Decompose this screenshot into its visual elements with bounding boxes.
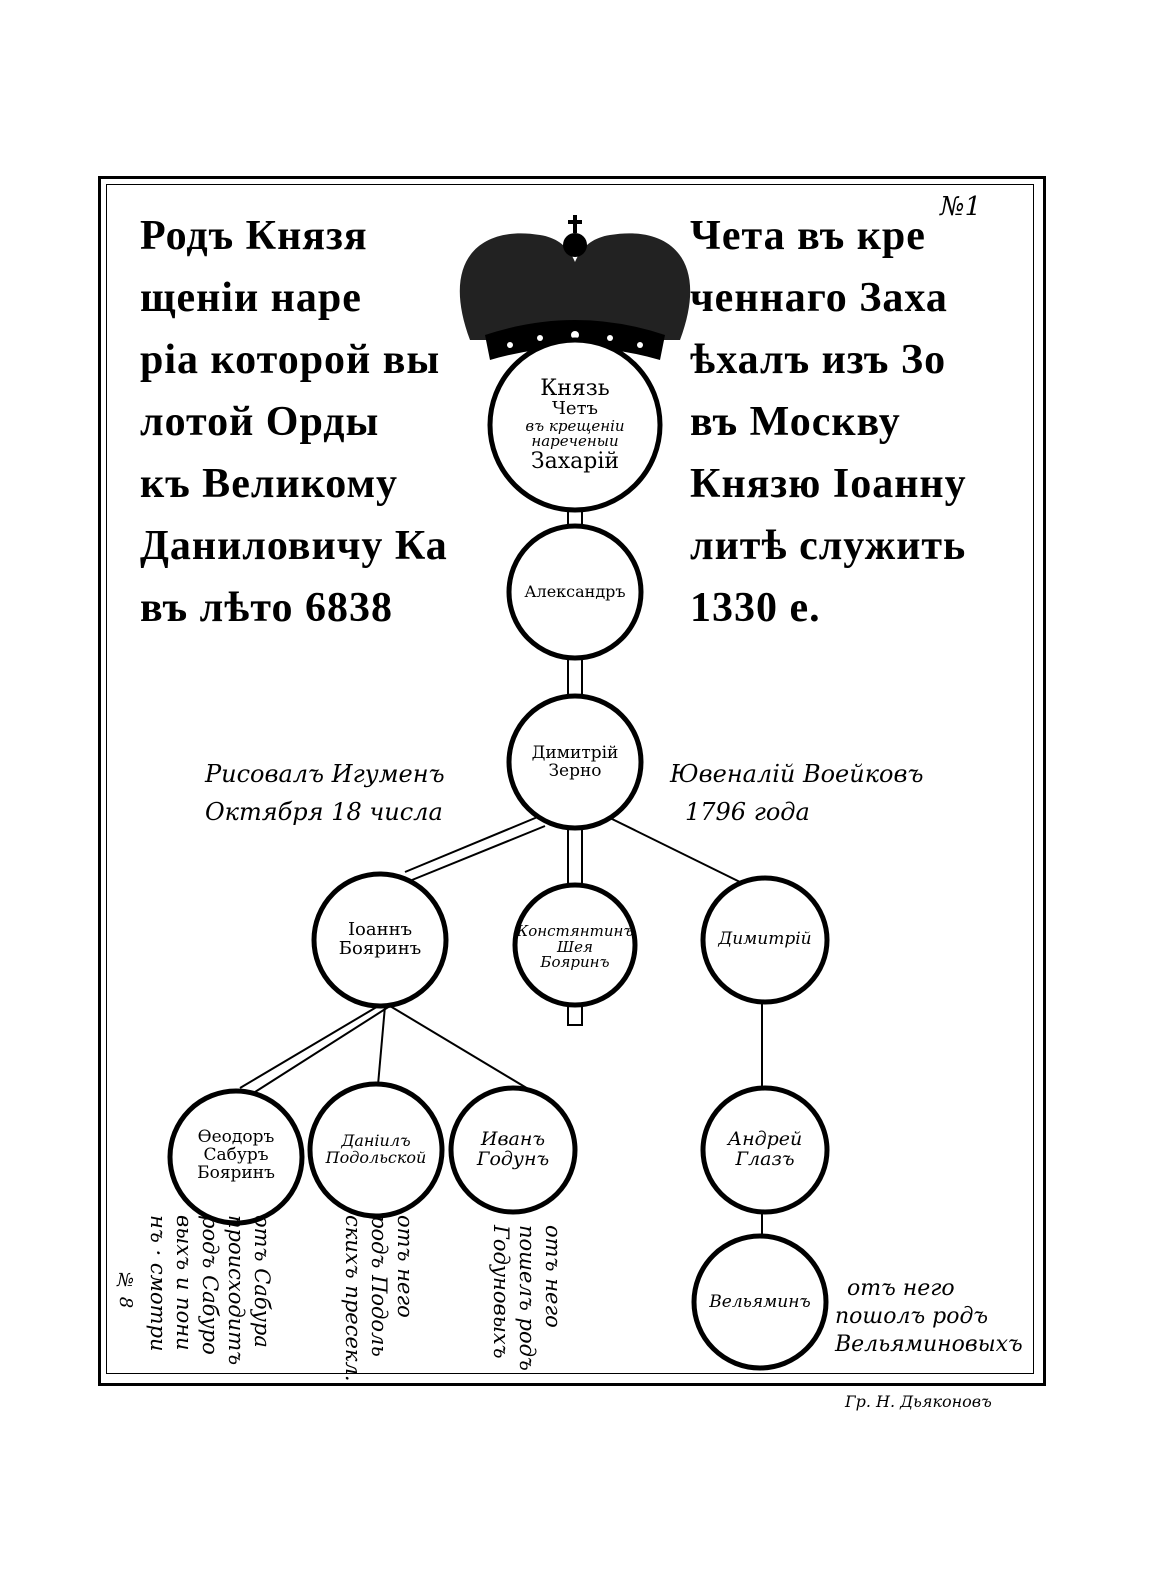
title-line: Князю Iоанну — [690, 461, 967, 507]
note-daniil: отъ него родъ Подоль скихъ пресекл. — [340, 1215, 418, 1382]
node-velyamin: Вельяминъ — [694, 1290, 826, 1316]
note-velyamin: отъ него пошолъ родъ Вельяминовыхъ — [835, 1275, 1023, 1359]
circle-andrey — [700, 1085, 830, 1215]
circle-velyamin — [691, 1233, 829, 1371]
node-text: въ крещенiи — [525, 416, 625, 435]
title-line: литѣ служить — [690, 523, 967, 569]
title-right: Чета въ кре ченнаго Заха ѣхалъ изъ Зо въ… — [690, 205, 967, 639]
title-line: Чета въ кре — [690, 213, 926, 259]
node-text: Бояринъ — [338, 937, 422, 959]
circle-daniil — [307, 1081, 445, 1219]
signature-line: 1796 года — [685, 798, 810, 826]
title-line: 1330 е. — [690, 585, 821, 631]
note-ivan: отъ него пошелъ родъ Годуновыхъ — [488, 1225, 566, 1371]
title-line: щенiи наре — [140, 275, 362, 321]
note-line: скихъ пресекл. — [341, 1215, 365, 1382]
title-left: Родъ Князя щенiи наре рiа которой вы лот… — [140, 205, 448, 639]
node-text: нареченыи — [531, 432, 619, 451]
node-text: Бояринъ — [197, 1162, 275, 1183]
node-text: Четъ — [552, 397, 598, 419]
circle-alexander — [506, 523, 644, 661]
note-line: нъ · смотри — [146, 1215, 170, 1352]
signature-line: Октября 18 числа — [205, 798, 443, 826]
engraver-signature: Гр. Н. Дьяконовъ — [845, 1392, 992, 1411]
title-line: къ Великому — [140, 461, 399, 507]
title-line: въ Москву — [690, 399, 901, 445]
title-line: лотой Орды — [140, 399, 380, 445]
signature-line: Ювеналiй Воейковъ — [670, 760, 924, 788]
note-line: выхъ и пони — [172, 1215, 196, 1351]
node-text: Подольской — [325, 1148, 427, 1167]
note-line: Годуновыхъ — [489, 1225, 513, 1359]
note-feodor: отъ Сабура происходитъ родъ Сабуро выхъ … — [145, 1215, 275, 1375]
plate-number: №1 — [940, 192, 982, 222]
circle-ivan — [448, 1085, 578, 1215]
circle-dimitry-zerno — [506, 693, 644, 831]
note-line: пошелъ родъ — [515, 1225, 539, 1371]
note-line: отъ него — [393, 1215, 417, 1318]
node-text: Шея — [557, 937, 593, 956]
node-text: Глазъ — [735, 1148, 795, 1170]
note-line: родъ Подоль — [367, 1215, 391, 1357]
title-line: рiа которой вы — [140, 337, 441, 383]
node-text: Захарiй — [530, 449, 620, 475]
node-alexander: Александръ — [505, 572, 645, 612]
title-line: Даниловичу Ка — [140, 523, 448, 569]
node-text: Годунъ — [476, 1148, 550, 1170]
node-text: Бояринъ — [540, 953, 610, 972]
node-text: Иванъ — [480, 1128, 546, 1151]
note-line: отъ него — [847, 1276, 955, 1301]
note-feodor-ref: № 8 — [115, 1270, 136, 1309]
note-line: пошолъ родъ — [835, 1304, 989, 1329]
node-text: Вельяминъ — [709, 1292, 811, 1313]
node-text: Димитрiй — [531, 742, 619, 763]
node-text: Констянтинъ — [516, 921, 634, 940]
circle-dimitry — [700, 875, 830, 1005]
branch-dimitry — [609, 817, 741, 883]
note-line: Вельяминовыхъ — [835, 1332, 1023, 1357]
branch-ivan — [389, 1005, 531, 1091]
node-root: Князь Четъ въ крещенiи нареченыи Захарiй — [495, 350, 655, 500]
title-line: ѣхалъ изъ Зо — [690, 337, 947, 383]
node-text: Зерно — [548, 760, 602, 781]
note-line: происходитъ — [224, 1215, 248, 1366]
signature-right: Ювеналiй Воейковъ 1796 года — [670, 755, 923, 831]
circle-ioann — [311, 871, 449, 1009]
title-line: ченнаго Заха — [690, 275, 948, 321]
outer-frame — [98, 176, 1046, 1386]
signature-left: Рисовалъ Игуменъ Октября 18 числа — [205, 755, 445, 831]
note-line: отъ него — [541, 1225, 565, 1328]
node-text: Данiилъ — [341, 1131, 411, 1151]
branch-daniil — [377, 1005, 386, 1086]
circle-konstantin — [512, 882, 638, 1008]
branch-feodor — [239, 1004, 391, 1093]
circle-feodor — [167, 1088, 305, 1226]
signature-line: Рисовалъ Игуменъ — [205, 760, 445, 788]
title-line: въ лѣто 6838 — [140, 585, 393, 631]
circle-root — [487, 337, 663, 513]
note-line: родъ Сабуро — [198, 1215, 222, 1355]
node-text: Димитрiй — [718, 929, 812, 950]
branch-ioann — [404, 815, 546, 881]
node-text: Ѳеодоръ — [197, 1127, 275, 1148]
title-line: Родъ Князя — [140, 213, 368, 259]
node-dimitry: Димитрiй — [700, 925, 830, 955]
node-text: Сабуръ — [203, 1145, 269, 1166]
node-text: Iоаннъ — [347, 918, 413, 940]
node-text: Александръ — [524, 581, 626, 601]
inner-frame — [106, 184, 1034, 1374]
note-line: отъ Сабура — [250, 1215, 274, 1348]
node-text: Андрей — [727, 1128, 803, 1151]
node-text: Князь — [540, 375, 610, 401]
